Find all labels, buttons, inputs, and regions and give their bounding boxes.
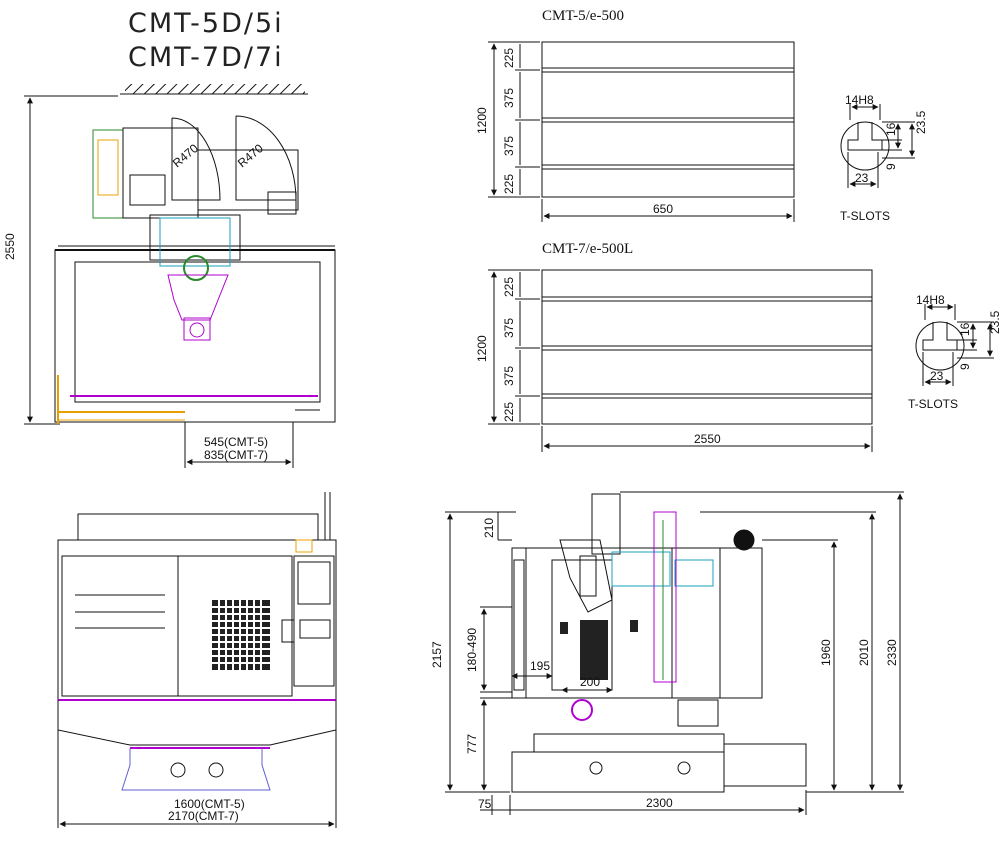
radius-label-2: R470	[235, 141, 266, 170]
table-5	[488, 41, 795, 222]
side-dim-2010: 2010	[857, 639, 871, 666]
table-5-title: CMT-5/e-500	[542, 8, 624, 24]
front-width-cmt5: 1600(CMT-5)	[174, 797, 245, 811]
tslot-1-head: 23	[855, 171, 869, 185]
table-7-seg-2: 375	[502, 318, 516, 338]
tslot-detail-2	[915, 304, 994, 386]
side-dim-195: 195	[530, 659, 550, 673]
tslot-2-head: 23	[930, 369, 944, 383]
top-view	[24, 95, 336, 468]
tslot-2-depth: 23.5	[988, 310, 1000, 334]
tslot-2-bottom: 9	[958, 363, 972, 370]
tslot-2-width: 14H8	[916, 293, 945, 307]
radius-label-1: R470	[170, 141, 201, 170]
side-dim-2300: 2300	[646, 796, 673, 810]
side-dim-210: 210	[482, 518, 496, 538]
table-5-seg-3: 375	[502, 136, 516, 156]
top-height-label: 2550	[3, 233, 17, 260]
table-5-seg-2: 375	[502, 88, 516, 108]
tslot-1-depth: 23.5	[914, 110, 928, 134]
side-view	[445, 491, 904, 815]
tslot-1-bottom: 9	[884, 163, 898, 170]
offset-label-cmt5: 545(CMT-5)	[204, 435, 268, 449]
side-dim-2157: 2157	[430, 641, 444, 668]
side-dim-777: 777	[465, 734, 479, 754]
table-7-title: CMT-7/e-500L	[542, 241, 633, 257]
table-5-seg-1: 225	[502, 48, 516, 68]
offset-label-cmt7: 835(CMT-7)	[204, 448, 268, 462]
table-7	[488, 269, 873, 452]
table-5-width: 1200	[475, 107, 489, 134]
table-7-width: 1200	[475, 335, 489, 362]
model-title-1: CMT-5D/5i	[128, 8, 284, 39]
table-7-seg-1: 225	[502, 277, 516, 297]
table-7-length: 2550	[694, 432, 721, 446]
side-dim-200: 200	[580, 675, 600, 689]
side-dim-1960: 1960	[819, 639, 833, 666]
table-7-seg-4: 225	[502, 402, 516, 422]
tslot-1-width: 14H8	[845, 93, 874, 107]
model-title-2: CMT-7D/7i	[128, 42, 284, 73]
tslot-1-caption: T-SLOTS	[840, 209, 890, 223]
front-view	[57, 492, 337, 828]
side-dim-2330: 2330	[885, 639, 899, 666]
side-dim-75: 75	[478, 797, 492, 811]
side-dim-180-490: 180-490	[465, 628, 479, 672]
table-5-seg-4: 225	[502, 174, 516, 194]
front-width-cmt7: 2170(CMT-7)	[168, 809, 239, 823]
table-5-length: 650	[653, 202, 673, 216]
tslot-2-neck: 16	[958, 322, 972, 336]
tslot-2-caption: T-SLOTS	[908, 397, 958, 411]
tslot-detail-1	[840, 104, 915, 188]
ground-hatch	[120, 84, 308, 95]
table-7-seg-3: 375	[502, 366, 516, 386]
tslot-1-neck: 16	[884, 122, 898, 136]
